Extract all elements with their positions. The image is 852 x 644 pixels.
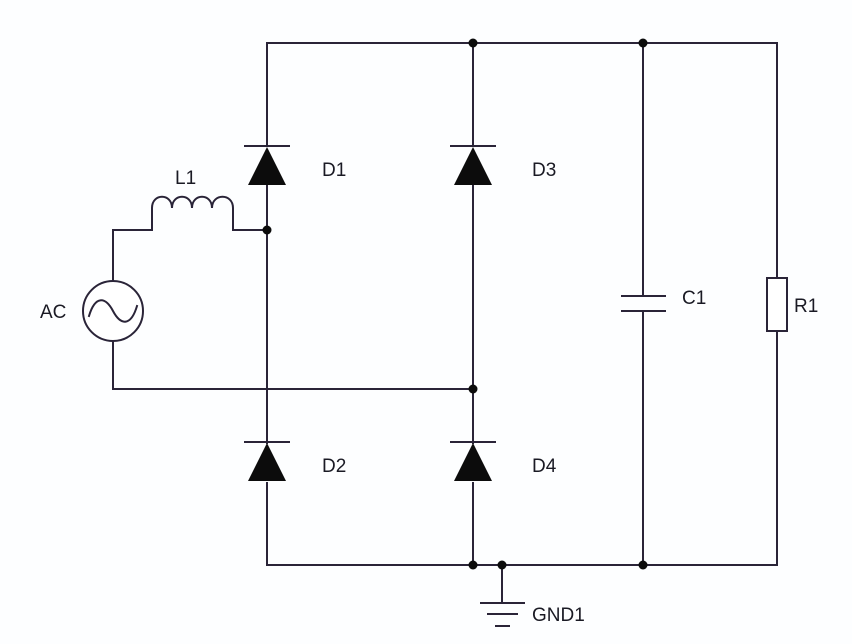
label-d4: D4 [532, 456, 557, 477]
junction-dot [262, 225, 272, 235]
label-d1: D1 [322, 160, 346, 181]
junction-dot [468, 38, 478, 48]
diode-d4 [450, 441, 496, 481]
diode-d1 [244, 145, 290, 185]
ac-source [82, 280, 144, 342]
junction-dot [638, 560, 648, 570]
diode-d3 [450, 145, 496, 185]
junction-dot [468, 560, 478, 570]
label-d2: D2 [322, 456, 346, 477]
capacitor-c1 [621, 295, 666, 312]
label-l1: L1 [175, 168, 196, 189]
junction-dot [497, 560, 507, 570]
diode-d3-triangle-icon [454, 147, 492, 185]
label-r1: R1 [794, 296, 818, 317]
diode-d2-triangle-icon [248, 443, 286, 481]
resistor-r1 [766, 277, 788, 332]
inductor-coil-icon [151, 195, 234, 231]
label-gnd1: GND1 [532, 605, 585, 626]
label-d3: D3 [532, 160, 556, 181]
ground-gnd1 [480, 602, 525, 627]
inductor-l1 [151, 195, 234, 231]
label-ac: AC [40, 302, 66, 323]
label-c1: C1 [682, 288, 706, 309]
diode-d4-triangle-icon [454, 443, 492, 481]
top-rail-wire [266, 42, 778, 279]
junction-dot [468, 384, 478, 394]
diode-d1-triangle-icon [248, 147, 286, 185]
bottom-rail-wire [266, 330, 778, 566]
sine-wave-icon [87, 299, 139, 323]
diode-d2 [244, 441, 290, 481]
junction-dot [638, 38, 648, 48]
resistor-body-icon [766, 277, 788, 332]
ac-top-wire [112, 229, 153, 282]
ac-bottom-wire [112, 340, 474, 390]
